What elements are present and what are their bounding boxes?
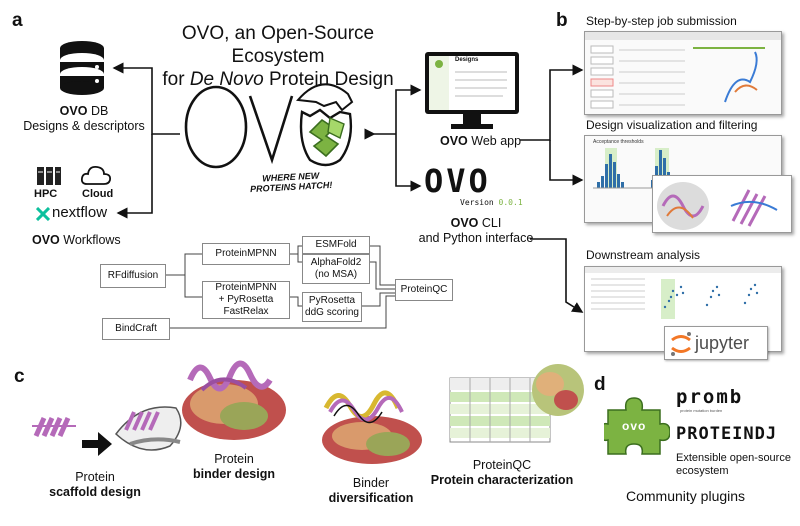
figure-title: OVO, an Open-Source Ecosystem for De Nov… — [148, 22, 408, 91]
esmfold-box: ESMFold — [302, 236, 370, 254]
cli-version-number: 0.0.1 — [498, 198, 523, 207]
hpc-icon — [37, 167, 61, 185]
proteinqc-label-line-2: Protein characterization — [430, 473, 574, 487]
nextflow-icon — [36, 207, 50, 221]
db-subtitle: Designs & descriptors — [23, 119, 145, 133]
bindcraft-box: BindCraft — [102, 318, 170, 340]
downstream-title: Downstream analysis — [586, 248, 701, 262]
cli-label-line-2: and Python interface — [418, 231, 534, 245]
ddg-box: PyRosetta ddG scoring — [302, 292, 362, 322]
alphafold-line-1: AlphaFold2 — [310, 257, 362, 268]
binder-label-line-1: Protein — [214, 452, 254, 466]
monitor-screen-title: Designs — [455, 57, 479, 63]
proteinmpnn-relax-line-2: + PyRosetta — [218, 294, 274, 305]
binder-label: Protein binder design — [184, 452, 284, 482]
diversification-label: Binder diversification — [316, 476, 426, 506]
webapp-label: OVO Web app — [440, 134, 521, 149]
binder-label-line-2: binder design — [193, 467, 275, 481]
panel-label-d: d — [594, 374, 606, 395]
scaffold-design-graphic — [32, 406, 182, 456]
database-icon — [60, 41, 104, 95]
webapp-rest: Web app — [467, 134, 522, 148]
workflows-label: OVO Workflows — [32, 233, 121, 248]
db-name-rest: DB — [87, 104, 109, 118]
cli-pixel-logo: OVO — [424, 162, 491, 200]
proteinqc-label-line-1: ProteinQC — [472, 458, 532, 472]
panel-label-a: a — [12, 10, 23, 31]
job-submission-title: Step-by-step job submission — [586, 14, 737, 28]
cli-label-line-1: OVO CLI — [418, 216, 534, 231]
job-form-graphic — [585, 32, 781, 109]
scatter-graphic — [585, 267, 781, 319]
workflows-rest: Workflows — [59, 233, 121, 247]
scaffold-label-line-2: scaffold design — [49, 485, 141, 499]
diversification-label-line-2: diversification — [328, 491, 414, 505]
title-line-2: for De Novo Protein Design — [148, 68, 408, 91]
ddg-line-2: ddG scoring — [305, 307, 359, 318]
cli-version-label: Version — [460, 198, 494, 207]
proteinqc-label: ProteinQC Protein characterization — [418, 458, 586, 488]
proteinqc-box: ProteinQC — [395, 279, 453, 301]
diversification-graphic — [322, 390, 422, 464]
proteinmpnn-relax-box: ProteinMPNN + PyRosetta FastRelax — [202, 281, 290, 319]
community-plugins-title: Community plugins — [626, 488, 746, 504]
title-line-2-pre: for — [162, 69, 190, 90]
title-line-2-post: Protein Design — [263, 69, 394, 90]
nextflow-logo-text: nextflow — [52, 204, 108, 221]
jupyter-text: jupyter — [695, 333, 750, 353]
structure-viewer-screenshot — [652, 175, 792, 233]
proteinmpnn-relax-line-3: FastRelax — [223, 306, 269, 317]
promb-subtitle: protein mutation burden — [680, 408, 723, 413]
webapp-bold: OVO — [440, 134, 468, 148]
cli-version: Version 0.0.1 — [460, 198, 523, 207]
cloud-label: Cloud — [82, 188, 114, 200]
workflows-bold: OVO — [32, 233, 60, 247]
hpc-label: HPC — [34, 188, 58, 200]
ovo-egg-logo — [184, 83, 354, 169]
jupyter-badge: jupyter — [664, 326, 768, 360]
diversification-label-line-1: Binder — [352, 476, 390, 490]
monitor-icon — [425, 52, 519, 129]
scaffold-label-line-1: Protein — [75, 470, 115, 484]
scaffold-label: Protein scaffold design — [40, 470, 150, 500]
db-name: OVO DB — [14, 104, 154, 119]
puzzle-plugin-icon — [604, 397, 670, 455]
cli-rest: CLI — [478, 216, 502, 230]
jupyter-icon — [671, 332, 691, 356]
plugins-description-line-2: ecosystem — [676, 465, 729, 477]
plugins-description-line-1: Extensible open-source — [676, 452, 791, 464]
alphafold-box: AlphaFold2 (no MSA) — [302, 254, 370, 284]
db-label: OVO DB Designs & descriptors — [14, 104, 154, 134]
binder-design-graphic — [182, 360, 286, 440]
proteinmpnn-box: ProteinMPNN — [202, 243, 290, 265]
alphafold-line-2: (no MSA) — [314, 269, 358, 280]
cli-label: OVO CLI and Python interface — [418, 216, 534, 246]
title-line-1: OVO, an Open-Source Ecosystem — [181, 23, 375, 67]
panel-label-c: c — [14, 366, 25, 387]
rfdiffusion-box: RFdiffusion — [100, 264, 166, 288]
puzzle-plugin-text: ovo — [622, 419, 647, 433]
plugins-description: Extensible open-source ecosystem — [676, 452, 791, 478]
design-viz-title: Design visualization and filtering — [586, 118, 758, 132]
ddg-line-1: PyRosetta — [308, 295, 356, 306]
proteindj-logo: PROTEINDJ — [676, 424, 778, 444]
proteinqc-graphic — [449, 364, 584, 443]
cloud-icon — [80, 165, 112, 185]
db-name-bold: OVO — [59, 104, 88, 118]
viz-inner-title: Acceptance thresholds — [593, 139, 644, 145]
cli-bold: OVO — [450, 216, 479, 230]
title-line-2-italic: De Novo — [189, 69, 264, 90]
job-submission-screenshot — [584, 31, 782, 115]
proteinmpnn-relax-line-1: ProteinMPNN — [215, 282, 277, 293]
panel-label-b: b — [556, 10, 568, 31]
promb-logo: promb — [676, 386, 744, 408]
structure-graphic — [657, 182, 778, 230]
